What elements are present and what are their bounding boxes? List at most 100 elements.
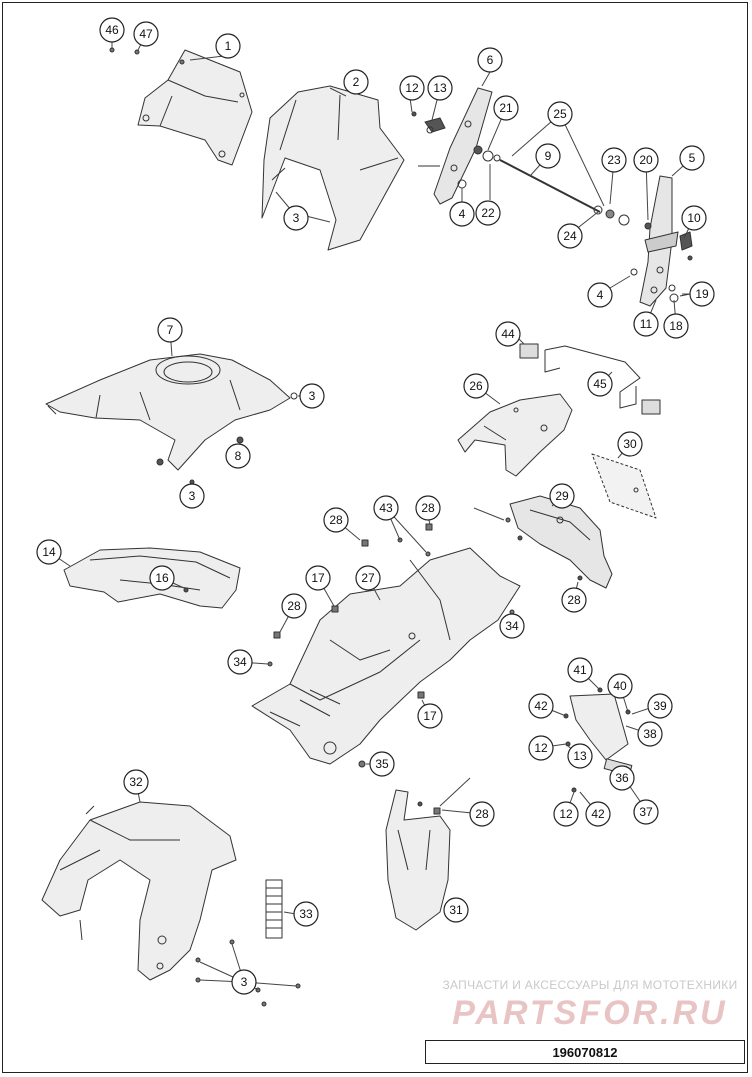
callout-42: 42 xyxy=(528,693,554,719)
callout-text: 41 xyxy=(573,663,587,677)
callout-circle xyxy=(587,282,613,308)
callout-circle xyxy=(157,317,183,343)
callout-circle xyxy=(633,147,659,173)
callout-circle xyxy=(647,693,673,719)
callout-circle xyxy=(601,147,627,173)
callout-14: 14 xyxy=(36,539,62,565)
callout-circle xyxy=(225,443,251,469)
callout-circle xyxy=(477,47,503,73)
callout-3: 3 xyxy=(179,483,205,509)
callout-circle xyxy=(609,765,635,791)
part-reflector xyxy=(265,879,283,939)
callout-42: 42 xyxy=(585,801,611,827)
callout-19: 19 xyxy=(689,281,715,307)
callout-text: 22 xyxy=(481,206,495,220)
callout-circle xyxy=(305,565,331,591)
part-front-fender xyxy=(41,801,237,981)
callout-circle xyxy=(399,75,425,101)
callout-23: 23 xyxy=(601,147,627,173)
callout-34: 34 xyxy=(227,649,253,675)
callout-circle xyxy=(215,33,241,59)
callout-circle xyxy=(567,657,593,683)
callout-circle xyxy=(567,743,593,769)
callout-45: 45 xyxy=(587,371,613,397)
callout-20: 20 xyxy=(633,147,659,173)
callout-circle xyxy=(343,69,369,95)
callout-3: 3 xyxy=(231,969,257,995)
callout-circle xyxy=(557,223,583,249)
callout-13: 13 xyxy=(567,743,593,769)
callout-circle xyxy=(299,383,325,409)
callout-text: 10 xyxy=(687,211,701,225)
callout-text: 17 xyxy=(311,571,325,585)
callout-text: 45 xyxy=(593,377,607,391)
callout-text: 18 xyxy=(669,319,683,333)
callout-28: 28 xyxy=(281,593,307,619)
callout-text: 3 xyxy=(309,389,316,403)
callout-34: 34 xyxy=(499,613,525,639)
callout-text: 19 xyxy=(695,287,709,301)
callout-1: 1 xyxy=(215,33,241,59)
callout-28: 28 xyxy=(469,801,495,827)
drawing-number: 196070812 xyxy=(552,1044,618,1060)
callout-circle xyxy=(149,565,175,591)
callout-text: 44 xyxy=(501,327,515,341)
callout-text: 20 xyxy=(639,153,653,167)
callout-circle xyxy=(535,143,561,169)
part-axle-rod xyxy=(499,159,630,226)
callout-circle xyxy=(585,801,611,827)
part-rear-flap xyxy=(385,789,451,931)
callout-circle xyxy=(663,313,689,339)
callout-46: 46 xyxy=(99,17,125,43)
callout-12: 12 xyxy=(553,801,579,827)
callout-text: 38 xyxy=(643,727,657,741)
callout-circle xyxy=(323,507,349,533)
callout-10: 10 xyxy=(681,205,707,231)
callout-text: 1 xyxy=(225,39,232,53)
callout-17: 17 xyxy=(305,565,331,591)
callout-text: 32 xyxy=(129,775,143,789)
callout-circle xyxy=(427,75,453,101)
callout-29: 29 xyxy=(549,483,575,509)
callout-circle xyxy=(637,721,663,747)
callout-38: 38 xyxy=(637,721,663,747)
callout-text: 3 xyxy=(293,211,300,225)
callout-circle xyxy=(475,200,501,226)
callout-13: 13 xyxy=(427,75,453,101)
callout-26: 26 xyxy=(463,373,489,399)
part-windscreen xyxy=(137,49,253,166)
callout-text: 46 xyxy=(105,23,119,37)
callout-text: 12 xyxy=(559,807,573,821)
callout-circle xyxy=(553,801,579,827)
callout-circle xyxy=(369,751,395,777)
callout-44: 44 xyxy=(495,321,521,347)
callout-text: 37 xyxy=(639,805,653,819)
part-headlight-mask xyxy=(261,85,405,251)
callout-28: 28 xyxy=(415,495,441,521)
callout-11: 11 xyxy=(633,311,659,337)
callout-text: 23 xyxy=(607,153,621,167)
callout-text: 39 xyxy=(653,699,667,713)
callout-7: 7 xyxy=(157,317,183,343)
callout-text: 14 xyxy=(42,545,56,559)
part-number-plate xyxy=(591,453,657,519)
part-seat-cowl xyxy=(457,393,573,477)
callout-18: 18 xyxy=(663,313,689,339)
callout-circle xyxy=(607,673,633,699)
callout-47: 47 xyxy=(133,21,159,47)
callout-circle xyxy=(679,145,705,171)
callout-text: 28 xyxy=(475,807,489,821)
callout-circle xyxy=(528,735,554,761)
callout-text: 28 xyxy=(329,513,343,527)
callout-24: 24 xyxy=(557,223,583,249)
callout-text: 16 xyxy=(155,571,169,585)
callout-8: 8 xyxy=(225,443,251,469)
callout-text: 28 xyxy=(421,501,435,515)
callout-circle xyxy=(417,703,443,729)
callout-text: 27 xyxy=(361,571,375,585)
callout-text: 8 xyxy=(235,449,242,463)
callout-text: 7 xyxy=(167,323,174,337)
callout-27: 27 xyxy=(355,565,381,591)
callout-text: 28 xyxy=(287,599,301,613)
